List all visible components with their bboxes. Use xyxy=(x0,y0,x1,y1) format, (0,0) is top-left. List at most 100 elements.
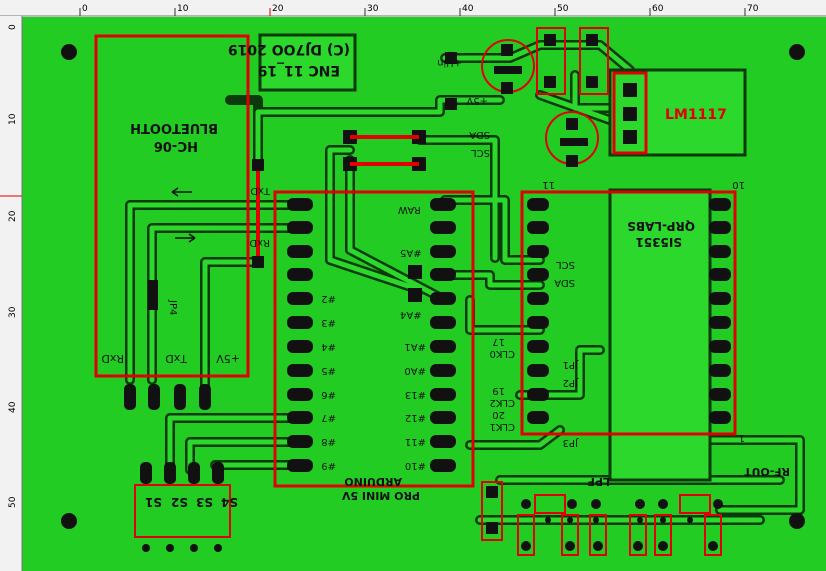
arduino-pin-label: #A0 xyxy=(404,365,426,376)
arduino-a4a5-pads xyxy=(408,265,422,302)
rx-arrow-icon xyxy=(175,233,196,243)
arduino-pin-label: #3 xyxy=(321,317,336,328)
ruler-top-label: 40 xyxy=(462,4,474,14)
ruler-left-label: 0 xyxy=(8,24,18,30)
bluetooth-pins xyxy=(124,384,211,410)
lm1117-pins xyxy=(623,83,637,144)
bluetooth-title: BLUETOOTH xyxy=(130,120,218,135)
si5351-pin10: 10 xyxy=(732,179,745,190)
copyright-label: (C) DJ7OO 2019 xyxy=(228,41,350,57)
ruler-left xyxy=(0,16,22,571)
arduino-pin-label: #13 xyxy=(405,389,426,400)
ruler-top-label: 20 xyxy=(272,4,284,14)
lpf-components xyxy=(481,481,722,556)
rxd-label: RxD xyxy=(249,237,270,248)
arduino-pin-label: #4 xyxy=(321,341,336,352)
clk0-label: CLK0 xyxy=(490,348,515,359)
arduino-pin-label: #12 xyxy=(405,412,426,423)
arduino-title: ARDUINO xyxy=(344,475,402,488)
ruler-left-label: 20 xyxy=(8,210,18,222)
rf-out-label: RF-OUT xyxy=(744,465,790,478)
arduino-pin-label: #11 xyxy=(405,436,426,447)
tx-arrow-icon xyxy=(171,187,192,197)
si5351-maker: QRP-LABS xyxy=(627,219,695,233)
ruler-top-label: 70 xyxy=(747,4,759,14)
switch-label-s2: S2 xyxy=(171,495,188,509)
mounting-hole xyxy=(61,44,77,60)
ruler-top-label: 10 xyxy=(177,4,189,14)
mounting-hole xyxy=(789,513,805,529)
arduino-raw-label: RAW xyxy=(398,204,421,215)
bluetooth-model: HC-06 xyxy=(154,138,198,153)
ruler-top-label: 60 xyxy=(652,4,664,14)
arduino-module-outline xyxy=(273,190,475,488)
jp4-label: JP4 xyxy=(167,299,178,315)
arduino-pin-label: #9 xyxy=(321,460,336,471)
switch-label-s3: S3 xyxy=(196,495,213,509)
v5-label: +5V xyxy=(466,95,488,106)
ruler-left-label: 40 xyxy=(8,401,18,413)
si5351-module-outline xyxy=(520,190,737,436)
si5351-pin11: 11 xyxy=(542,179,555,190)
jp3-label: JP3 xyxy=(563,437,579,448)
si5351-sda-label: SDA xyxy=(554,277,575,288)
scl-label: SCL xyxy=(471,147,490,158)
ruler-top-label: 30 xyxy=(367,4,379,14)
switch-pins xyxy=(140,462,224,552)
bluetooth-rxd-label: RxD xyxy=(101,352,124,365)
si5351-pin1: 1 xyxy=(739,432,745,443)
switch-label-s1: S1 xyxy=(145,495,162,509)
si5351-copper-area xyxy=(608,188,712,482)
jp4-jumper xyxy=(148,280,158,310)
copper-traces xyxy=(127,42,803,523)
jp1-label: JP1 xyxy=(563,359,579,370)
txd-label: TxD xyxy=(250,185,271,196)
arduino-pin-label: #2 xyxy=(321,293,336,304)
ruler-top-label: 0 xyxy=(82,4,88,14)
arduino-a4-label: #A4 xyxy=(400,309,422,320)
sda-label: SDA xyxy=(469,129,490,140)
switch-connector-outline xyxy=(134,484,231,538)
ruler-top-label: 50 xyxy=(557,4,569,14)
lm1117-label: LM1117 xyxy=(665,107,727,123)
lpf-label: LPF xyxy=(587,475,610,488)
bluetooth-txd-label: TxD xyxy=(165,352,188,365)
arduino-pin-label: #5 xyxy=(321,365,336,376)
label-copper-area xyxy=(258,33,357,92)
switch-label-s4: S4 xyxy=(221,495,238,509)
arduino-right-pins xyxy=(430,198,456,472)
bluetooth-module-outline xyxy=(94,34,250,378)
jp2-label: JP2 xyxy=(563,377,579,388)
arduino-right-labels: #A1 #A0 #13 #12 #11 #10 xyxy=(404,341,426,471)
arduino-pin-label: #8 xyxy=(321,436,336,447)
clk2-pin-num: 19 xyxy=(492,385,505,396)
arduino-a5-label: #A5 xyxy=(400,247,422,258)
ruler-left-label: 10 xyxy=(8,113,18,125)
si5351-left-pins xyxy=(527,198,549,424)
arduino-pin-label: #A1 xyxy=(404,341,426,352)
clk2-label: CLK2 xyxy=(490,397,515,408)
mounting-hole xyxy=(61,513,77,529)
ruler-left-ticks: 0 10 20 30 40 50 xyxy=(8,24,18,508)
ruler-left-label: 30 xyxy=(8,306,18,318)
clk1-pin-num: 20 xyxy=(492,409,505,420)
clk0-pin-num: 17 xyxy=(492,336,505,347)
ceramic-cap-c4 xyxy=(579,27,609,95)
arduino-left-labels: #2 #3 #4 #5 #6 #7 #8 #9 xyxy=(321,293,336,471)
si5351-right-pins xyxy=(709,198,731,424)
lpf-pads xyxy=(486,486,723,551)
arduino-pin-label: #6 xyxy=(321,389,336,400)
arduino-left-pins xyxy=(287,198,313,472)
ruler-top xyxy=(0,0,826,16)
si5351-model: SI5351 xyxy=(635,235,682,249)
mounting-holes xyxy=(61,44,805,529)
enc-label: ENC 11_19 xyxy=(258,62,340,78)
arduino-pin-label: #7 xyxy=(321,412,336,423)
ceramic-cap-c3 xyxy=(536,27,566,95)
mounting-hole xyxy=(789,44,805,60)
clk1-label: CLK1 xyxy=(490,421,515,432)
arduino-model: PRO MINI 5V xyxy=(341,489,420,502)
lm1117-outline xyxy=(612,71,648,155)
bluetooth-5v-label: +5V xyxy=(216,352,240,365)
